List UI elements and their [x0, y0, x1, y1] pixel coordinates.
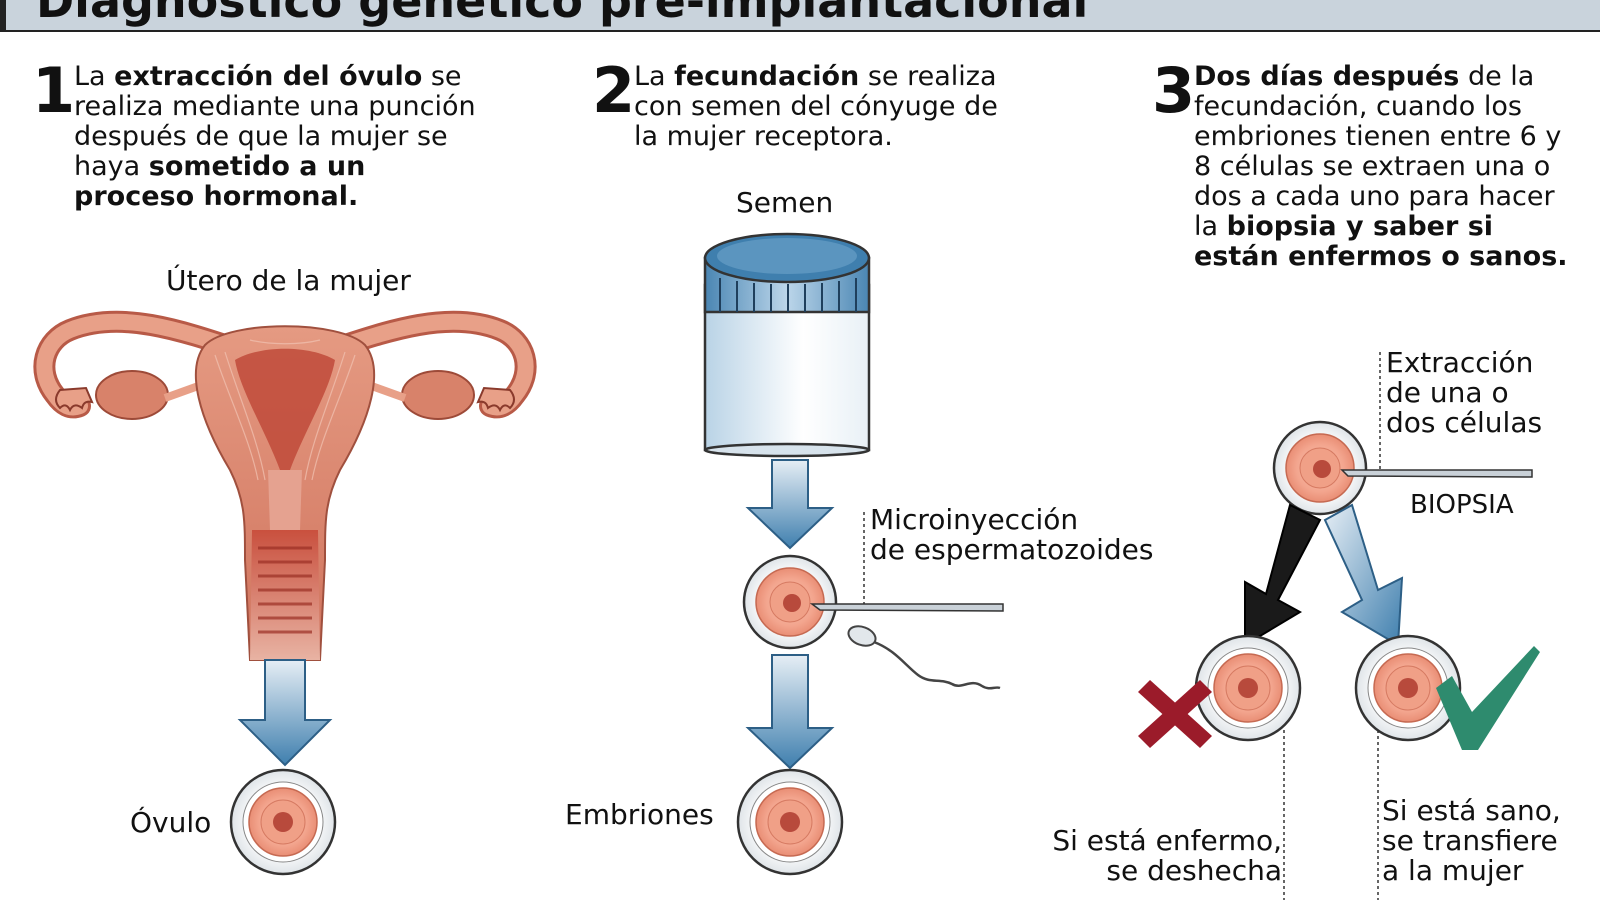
microinjection-cell	[742, 554, 838, 650]
label-semen: Semen	[736, 186, 834, 219]
sperm-icon	[847, 625, 1001, 690]
step-2-number: 2	[592, 54, 636, 127]
step-1: 1 La extracción del óvulo se realiza med…	[32, 60, 492, 220]
arrow-down-icon	[745, 459, 835, 550]
step-1-number: 1	[32, 54, 76, 127]
label-microinjection: Microinyección de espermatozoides	[870, 503, 1154, 566]
step-2: 2 La fecundación se realiza con semen de…	[592, 60, 1022, 160]
arrow-down-right-icon	[1323, 503, 1404, 647]
label-healthy: Si está sano, se transfiere a la mujer	[1382, 794, 1561, 887]
label-ovule: Óvulo	[130, 806, 212, 839]
injection-needle	[809, 603, 1004, 612]
label-biopsy: BIOPSIA	[1410, 490, 1514, 520]
sick-embryo-cell	[1194, 634, 1302, 742]
step-3: 3 Dos días después de la fecundación, cu…	[1152, 60, 1592, 310]
step-3-number: 3	[1152, 54, 1196, 127]
ovule-cell	[229, 768, 337, 876]
biopsy-needle	[1340, 469, 1533, 478]
embryo-cell	[736, 768, 844, 876]
step-3-text: Dos días después de la fecundación, cuan…	[1194, 61, 1568, 272]
header-bar: Diagnóstico genético pre-implantacional	[0, 0, 1600, 32]
container-icon	[703, 232, 871, 458]
step-2-text: La fecundación se realiza con semen del …	[634, 61, 998, 152]
arrow-down-left-icon	[1244, 503, 1322, 647]
ovary-right	[401, 370, 475, 420]
healthy-embryo-cell	[1354, 634, 1462, 742]
biopsy-cell	[1272, 420, 1368, 516]
step-1-text: La extracción del óvulo se realiza media…	[74, 61, 476, 212]
uterus-illustration	[33, 310, 537, 661]
label-extraction: Extracción de una o dos células	[1386, 346, 1543, 439]
arrow-down-icon	[237, 659, 333, 767]
fimbriae-left	[55, 386, 94, 413]
arrow-down-icon	[745, 654, 835, 770]
page-title: Diagnóstico genético pre-implantacional	[36, 0, 1089, 28]
label-embryos: Embriones	[565, 798, 714, 831]
cross-icon	[1138, 680, 1212, 748]
label-sick: Si está enfermo, se deshecha	[1052, 824, 1282, 887]
header-left-bar	[0, 0, 6, 30]
ovary-left	[95, 370, 169, 420]
fimbriae-right	[476, 386, 515, 413]
check-icon	[1436, 646, 1540, 750]
label-uterus: Útero de la mujer	[166, 264, 411, 297]
